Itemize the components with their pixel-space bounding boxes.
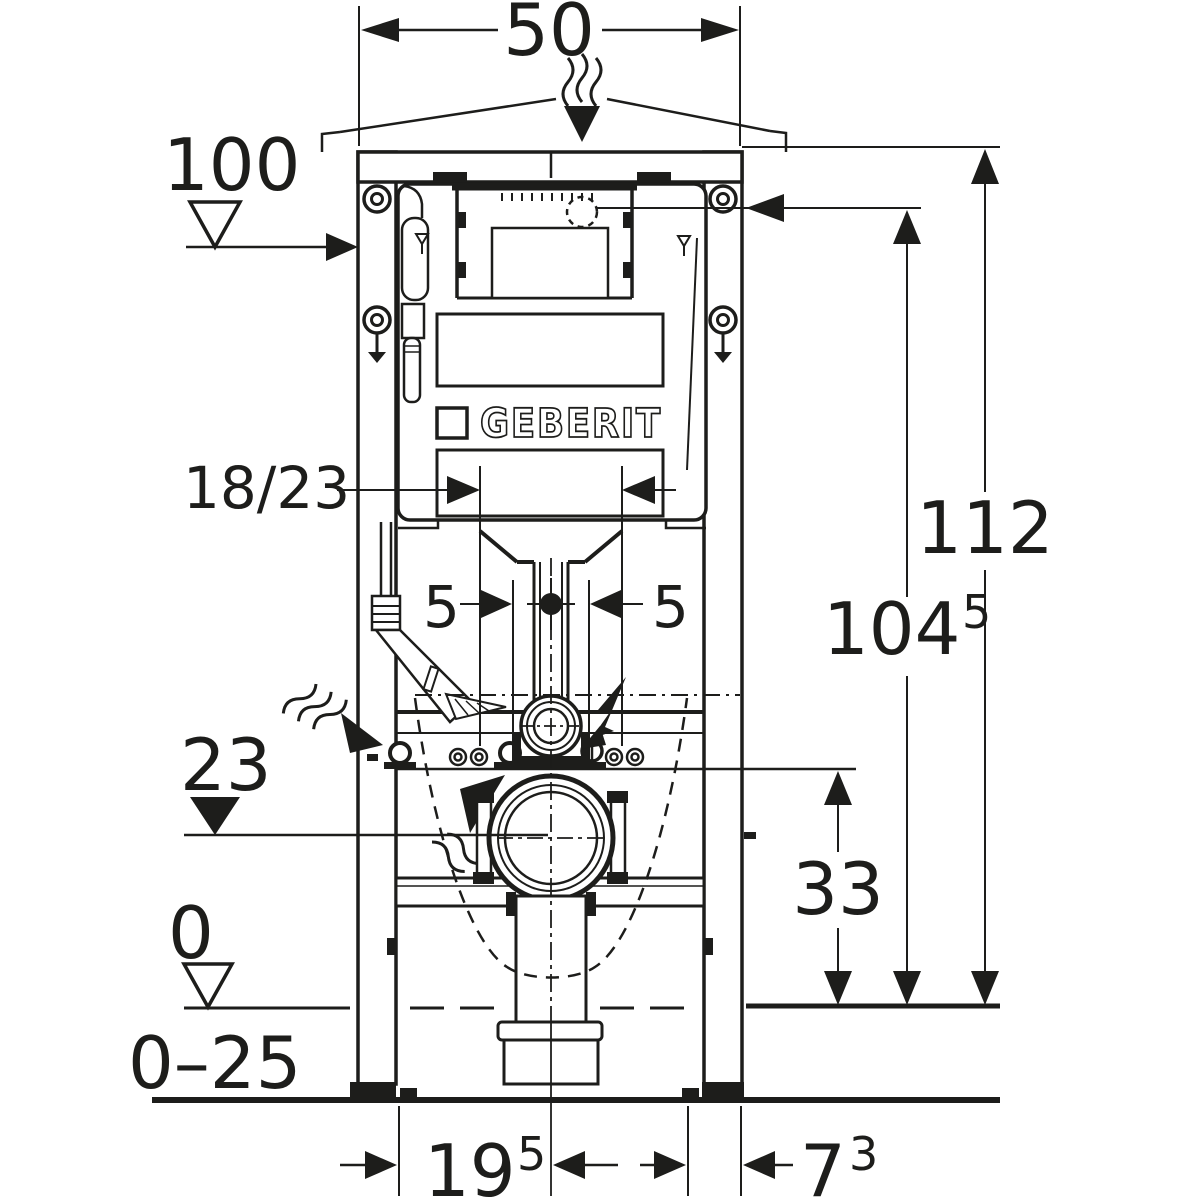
- top-mount-tab-right: [637, 172, 671, 181]
- water-supply-assembly: [370, 522, 507, 724]
- floor-range-label: 0–25: [128, 1021, 301, 1105]
- dim-connection-height: 104 5: [565, 194, 991, 1005]
- anchor-holes-right: [604, 747, 645, 767]
- brand-logo: GEBERIT: [435, 400, 662, 448]
- offset-right-label: 5: [652, 573, 689, 641]
- inlet-arrow: [341, 713, 383, 753]
- level-100-arrow: [326, 233, 358, 261]
- threaded-rod-socket-left: [384, 741, 416, 769]
- hatched-connector: [444, 692, 507, 721]
- level-0-label: 0: [168, 891, 214, 975]
- level-triangle-filled-icon: [190, 797, 240, 835]
- level-marker-23: 23: [180, 723, 548, 837]
- rail-tab-right: [704, 938, 713, 955]
- side-distance-sup: 3: [849, 1127, 878, 1181]
- front-distance-label: 19: [424, 1129, 516, 1200]
- shaft-ticks: [501, 193, 593, 201]
- water-level-mark-right: [676, 235, 692, 256]
- vent-down-arrow: [564, 106, 600, 142]
- water-inlet-steam-icon: [281, 683, 383, 753]
- dim-outlet-height: 33: [792, 771, 884, 1005]
- flush-bend-offset-label: 18/23: [183, 454, 350, 522]
- access-shaft: [452, 185, 637, 300]
- shaft-nub: [457, 262, 466, 278]
- connection-point-circle: [565, 195, 599, 229]
- level-23-label: 23: [180, 723, 272, 807]
- flush-tube-line: [686, 237, 698, 471]
- outlet-height-label: 33: [792, 847, 884, 931]
- shaft-nub: [457, 212, 466, 228]
- elbow-clamp: [512, 734, 590, 768]
- floor-buildup: 0–25: [128, 1021, 1000, 1105]
- logo-text: GEBERIT: [480, 401, 662, 447]
- mounting-frame: [350, 150, 756, 1100]
- lower-label-panel: [435, 448, 665, 518]
- concealed-cistern: GEBERIT: [396, 182, 708, 530]
- wall-bracket-pin-left: [362, 305, 392, 363]
- service-opening: [435, 312, 665, 388]
- level-triangle-open-icon: [181, 962, 235, 1011]
- valve-handle: [422, 665, 440, 693]
- top-mount-tab-left: [433, 172, 467, 181]
- dim-total-height: 112: [742, 146, 1054, 1005]
- dim-flush-bend-offset: 18/23: [183, 454, 676, 746]
- dim-side-distance: 7 3: [743, 1127, 878, 1200]
- total-height-label: 112: [916, 486, 1053, 570]
- cistern-ledge-right: [664, 520, 706, 530]
- rail-tab-left: [387, 938, 396, 955]
- side-distance-label: 7: [800, 1129, 846, 1200]
- supply-mark-left: [367, 754, 378, 761]
- level-marker-0: 0: [168, 891, 1000, 1011]
- dim-center-offsets: 5 5: [423, 573, 689, 746]
- flush-valve-unit: [490, 226, 610, 300]
- water-level-mark-left: [414, 233, 430, 254]
- dim-middle-span: [553, 1151, 686, 1179]
- wall-bracket-pin-right: [708, 305, 738, 363]
- vent-roof-lines: [320, 97, 788, 152]
- level-marker-100: 100: [163, 123, 358, 261]
- connection-height-sup: 5: [962, 585, 991, 639]
- shaft-nub: [623, 212, 632, 228]
- outlet-flange: [496, 1020, 604, 1042]
- dim-front-distance: 19 5: [340, 1127, 546, 1200]
- mark-right-rail: [744, 832, 756, 839]
- shaft-nub: [623, 262, 632, 278]
- odour-extraction-icon: [561, 53, 603, 142]
- fixing-rail: [384, 710, 856, 771]
- level-100-label: 100: [163, 123, 300, 207]
- dim-frame-width: 50: [358, 0, 741, 146]
- fixing-ring-top-left: [362, 184, 392, 214]
- cistern-ledge-left: [398, 520, 440, 530]
- lightning-bolt-icon: [581, 677, 626, 749]
- connection-arrow: [746, 194, 784, 222]
- front-distance-sup: 5: [517, 1127, 546, 1181]
- anchor-holes-left: [448, 747, 489, 767]
- level-triangle-open-icon: [187, 200, 243, 251]
- width-label: 50: [503, 0, 595, 72]
- dim-bottom-row: 19 5 7 3: [340, 1106, 878, 1200]
- logo-square-icon: [435, 406, 469, 440]
- connection-height-label: 104: [823, 587, 960, 671]
- offset-left-label: 5: [423, 573, 460, 641]
- fixing-ring-top-right: [708, 184, 738, 214]
